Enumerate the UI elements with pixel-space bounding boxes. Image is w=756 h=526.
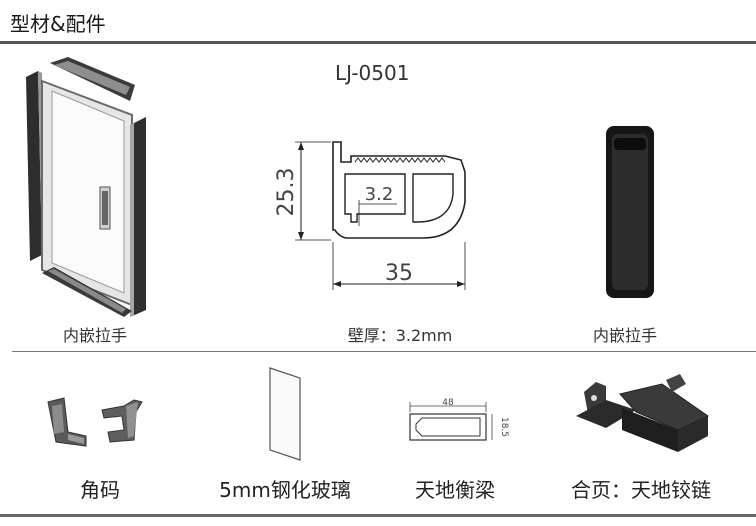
profile-cross-section: 25.3 3.2 35 (274, 141, 466, 290)
top-divider (0, 41, 756, 44)
middle-divider (12, 351, 756, 352)
caption-handle-left: 内嵌拉手 (62, 326, 127, 345)
profile-model: LJ-0501 (335, 61, 410, 85)
beam-height-label: 18.5 (499, 417, 509, 437)
door-frame-illustration (26, 57, 146, 317)
caption-wall-thickness: 壁厚：3.2mm (347, 326, 453, 345)
pivot-hinge-illustration (576, 374, 709, 452)
caption-handle-right: 内嵌拉手 (592, 326, 657, 345)
recessed-handle-illustration (606, 126, 654, 298)
beam-profile-illustration: 48 18.5 (409, 398, 509, 441)
dim-width-label: 35 (385, 261, 413, 286)
dim-height-label: 25.3 (274, 168, 299, 217)
glass-panel-illustration (269, 367, 301, 461)
caption-hinge: 合页：天地铰链 (571, 478, 711, 502)
bottom-divider (0, 514, 756, 517)
dim-inner-label: 3.2 (365, 184, 394, 205)
beam-width-label: 48 (442, 398, 454, 408)
caption-corner-bracket: 角码 (80, 478, 120, 502)
caption-tempered-glass: 5mm钢化玻璃 (219, 478, 351, 502)
caption-beam: 天地衡梁 (415, 478, 495, 502)
corner-bracket-illustration (47, 397, 143, 447)
section-title: 型材&配件 (10, 12, 106, 36)
